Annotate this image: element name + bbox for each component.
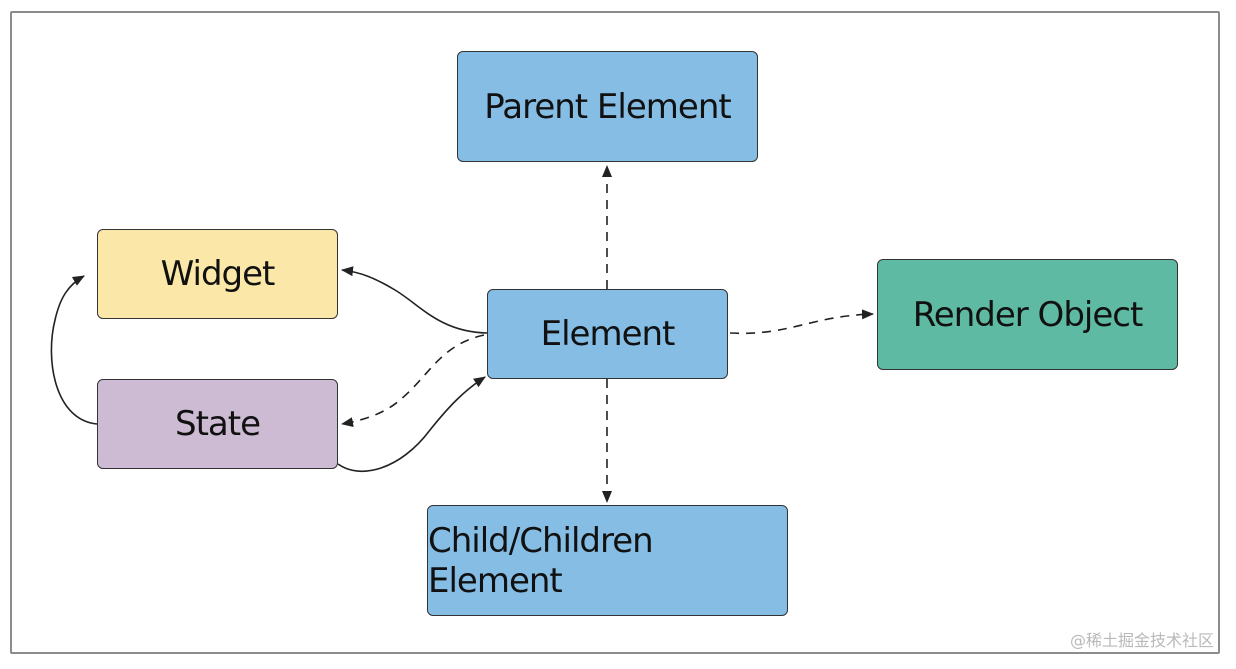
watermark: @稀土掘金技术社区	[1069, 631, 1214, 650]
state-node[interactable]: State	[97, 379, 338, 469]
parent-element-node[interactable]: Parent Element	[457, 51, 758, 162]
child-element-label: Child/Children Element	[428, 520, 654, 601]
element-label: Element	[540, 314, 676, 354]
child-element-node[interactable]: Child/Children Element	[427, 505, 788, 616]
parent-element-label: Parent Element	[484, 86, 731, 127]
render-object-label: Render Object	[912, 294, 1144, 335]
render-object-node[interactable]: Render Object	[877, 259, 1178, 370]
edge-state-to-element	[337, 376, 486, 473]
edge-element-to-render	[729, 309, 874, 335]
state-label: State	[175, 404, 261, 444]
edge-state-to-widget	[50, 275, 98, 425]
widget-label: Widget	[160, 254, 276, 294]
widget-node[interactable]: Widget	[97, 229, 338, 319]
element-node[interactable]: Element	[487, 289, 728, 379]
edge-element-to-state	[341, 334, 485, 428]
edge-element-to-widget	[341, 266, 488, 334]
